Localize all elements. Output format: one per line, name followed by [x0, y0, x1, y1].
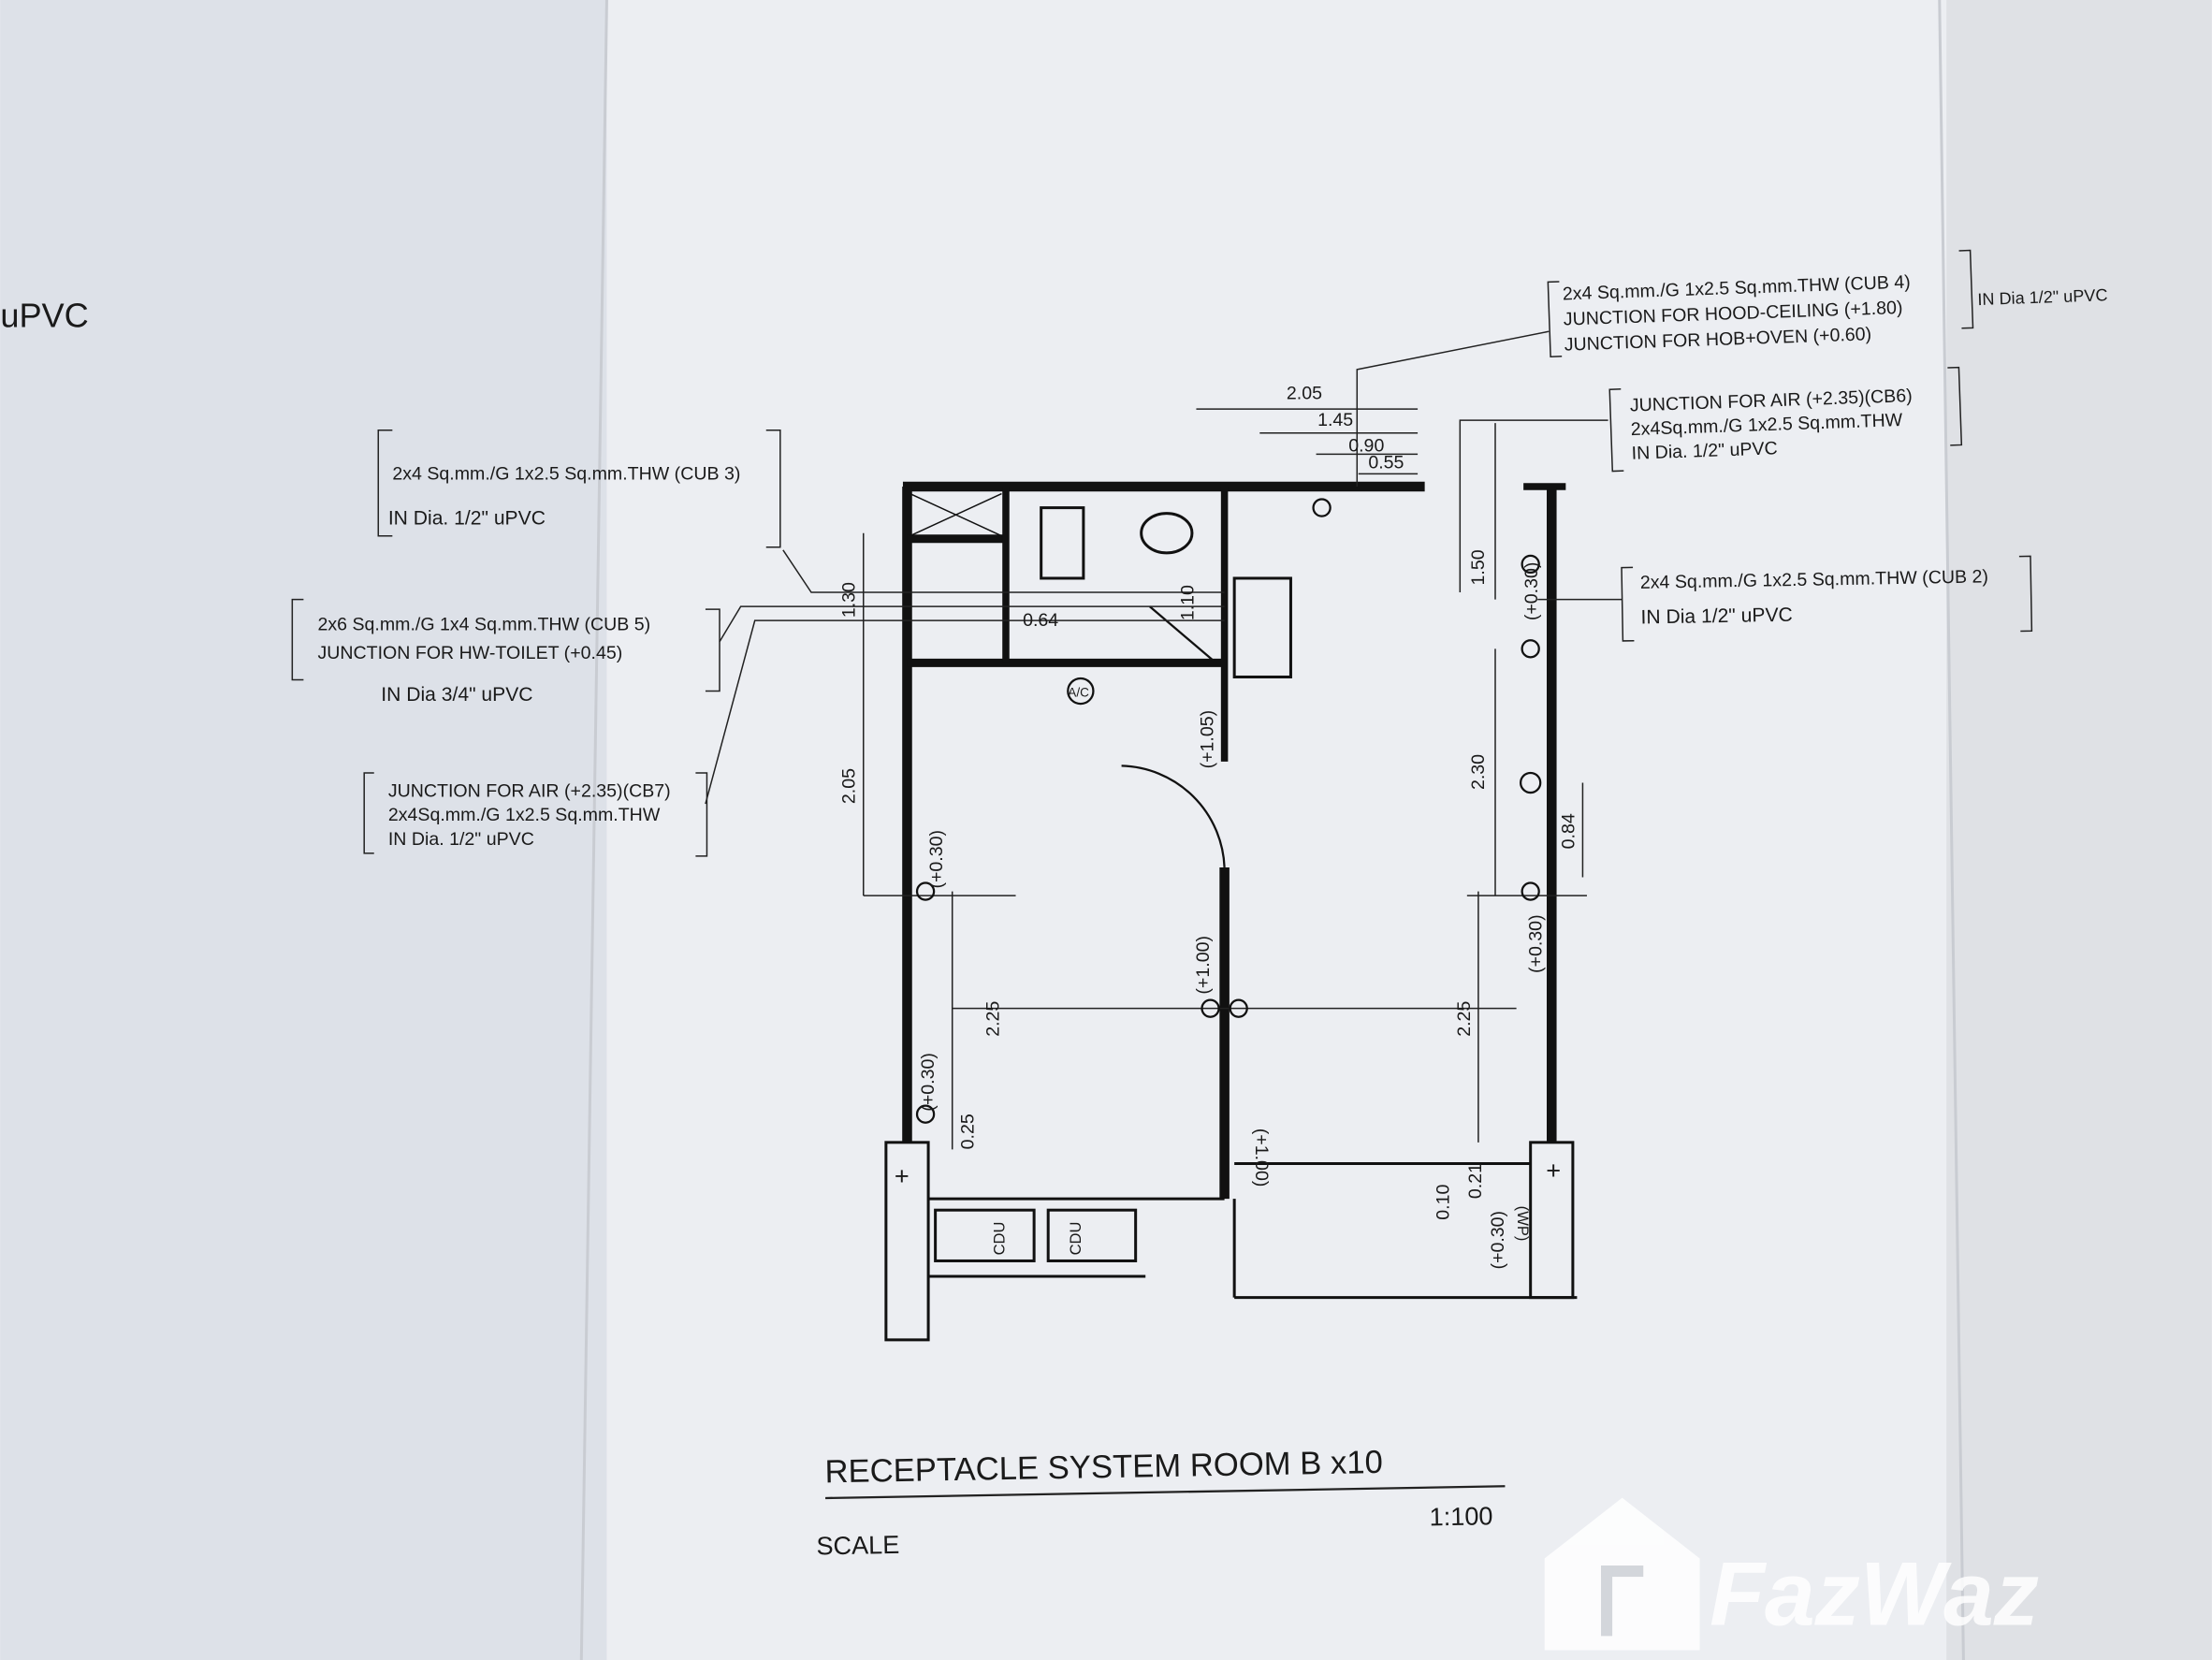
dim-label: 2.25	[982, 1001, 1003, 1037]
note-cub5: 2x6 Sq.mm./G 1x4 Sq.mm.THW (CUB 5) JUNCT…	[291, 598, 720, 706]
paper-panel-right	[1946, 0, 2212, 1660]
dimension-lines	[705, 330, 1623, 1150]
scale-value: 1:100	[1429, 1501, 1492, 1531]
height-label: (+0.30)	[1521, 562, 1542, 621]
plus-symbol: +	[895, 1161, 910, 1190]
scale-label: SCALE	[816, 1530, 899, 1561]
note-line: IN Dia. 1/2" uPVC	[388, 829, 534, 850]
dim-label: 1.30	[839, 582, 860, 618]
dim-label: 0.84	[1558, 813, 1579, 849]
fold-line	[579, 0, 608, 1660]
paper-panel-left	[0, 0, 607, 1660]
dim-label: 2.05	[1287, 384, 1322, 404]
paper-panel-center	[606, 0, 1947, 1660]
height-label: (+1.00)	[1251, 1129, 1272, 1187]
dim-label: 0.90	[1348, 435, 1384, 456]
note-line: JUNCTION FOR HW-TOILET (+0.45)	[317, 643, 622, 663]
note-line: 2x4 Sq.mm./G 1x2.5 Sq.mm.THW (CUB 3)	[392, 463, 740, 484]
dim-label: 0.21	[1465, 1163, 1486, 1199]
title-block: RECEPTACLE SYSTEM ROOM B x10 SCALE 1:100	[816, 1445, 1506, 1561]
dim-label: 1.50	[1468, 549, 1489, 585]
height-label: (+0.30)	[1526, 914, 1547, 973]
height-label: (+0.30)	[918, 1053, 939, 1112]
note-cub3: 2x4 Sq.mm./G 1x2.5 Sq.mm.THW (CUB 3) IN …	[377, 429, 781, 548]
note-line: 2x6 Sq.mm./G 1x4 Sq.mm.THW (CUB 5)	[317, 615, 650, 635]
note-line: IN Dia. 1/2" uPVC	[1631, 438, 1778, 463]
fold-line	[1938, 0, 1965, 1660]
note-line: JUNCTION FOR AIR (+2.35)(CB7)	[388, 781, 671, 802]
height-label: (+1.00)	[1193, 936, 1214, 995]
dim-label: A/C	[1068, 686, 1089, 700]
dim-label: 2.30	[1468, 754, 1489, 790]
dim-label: 1.10	[1177, 585, 1198, 620]
cdu-label: CDU	[1067, 1222, 1084, 1256]
plus-symbol: +	[1546, 1156, 1561, 1185]
dim-label: 2.25	[1454, 1001, 1475, 1037]
dimension-labels: 2.05 1.45 0.90 0.55 0.64 A/C 1.30 2.05 1…	[839, 384, 1579, 1270]
cdu-label: CDU	[990, 1222, 1008, 1256]
watermark-text: FazWaz	[1710, 1544, 2039, 1644]
fazwaz-watermark-logo: FazWaz	[1544, 1497, 2039, 1651]
dim-label: 0.25	[957, 1114, 978, 1149]
note-line: IN Dia. 1/2" uPVC	[388, 508, 546, 530]
dim-label: 0.10	[1433, 1185, 1453, 1220]
wp-label: (WP)	[1514, 1206, 1532, 1242]
note-cb7: JUNCTION FOR AIR (+2.35)(CB7) 2x4Sq.mm./…	[363, 772, 708, 857]
receptacle-symbols	[915, 498, 1542, 1124]
note-cub4: 2x4 Sq.mm./G 1x2.5 Sq.mm.THW (CUB 4) JUN…	[1547, 249, 2108, 358]
height-label: (+0.30)	[1488, 1211, 1508, 1270]
note-line: IN Dia 1/2" uPVC	[1977, 285, 2108, 309]
dim-label: 2.05	[839, 768, 860, 804]
height-label: (+1.05)	[1198, 710, 1218, 769]
dim-label: 0.55	[1368, 452, 1404, 473]
dim-label: 0.64	[1023, 610, 1058, 631]
note-line: 2x4Sq.mm./G 1x2.5 Sq.mm.THW	[388, 805, 661, 825]
dim-label: 1.45	[1317, 410, 1353, 430]
note-line: IN Dia 3/4" uPVC	[381, 684, 532, 706]
height-label: (+0.30)	[926, 830, 947, 889]
edge-text: uPVC	[0, 297, 88, 335]
note-line: IN Dia 1/2" uPVC	[1640, 604, 1793, 629]
walls	[884, 481, 1578, 1342]
